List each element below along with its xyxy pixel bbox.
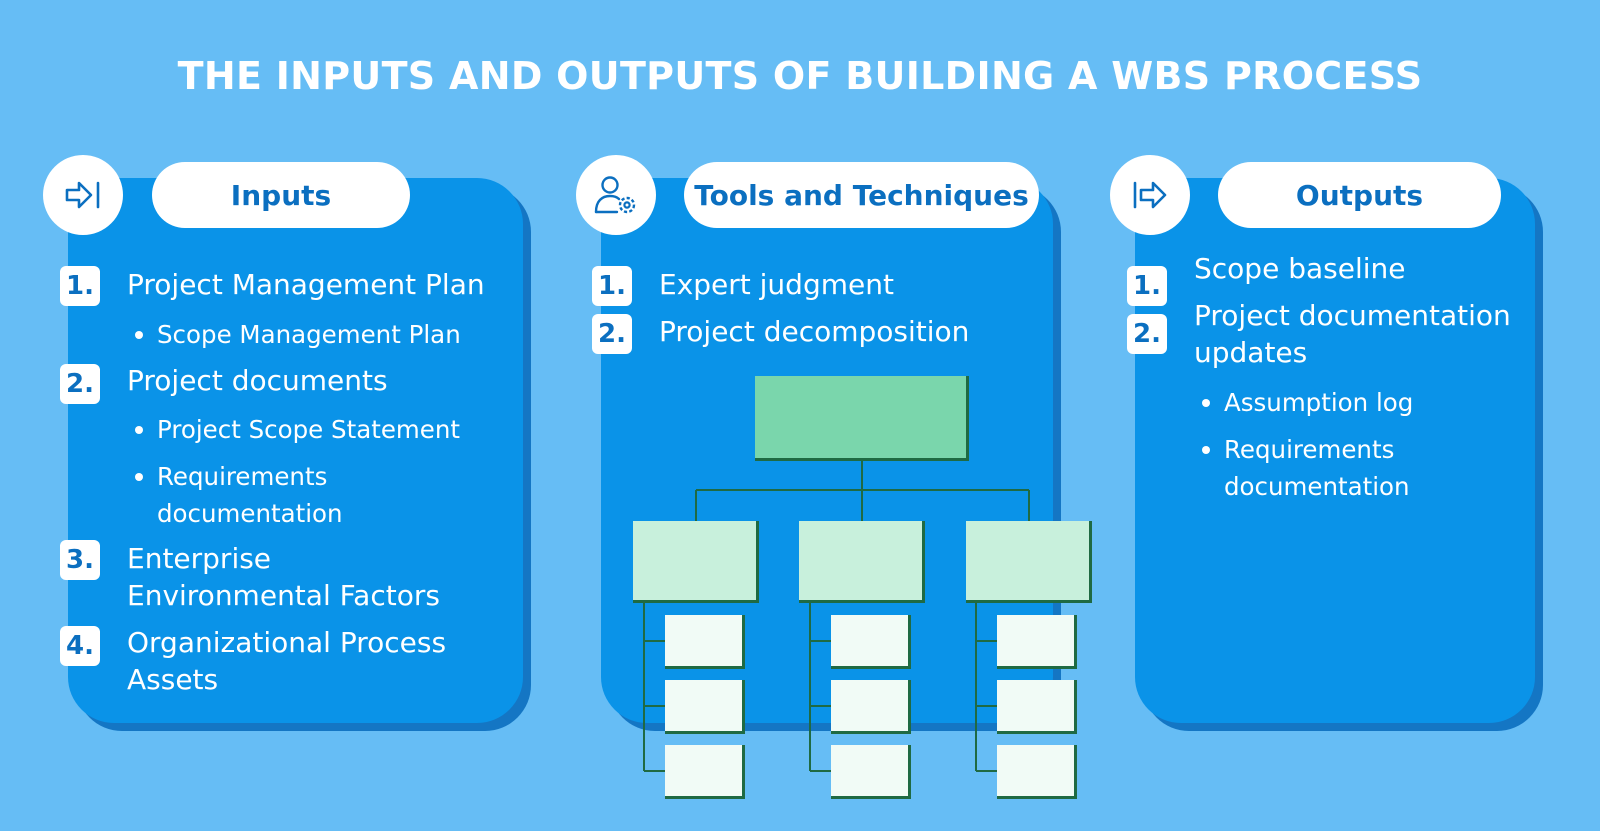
inputs-item-number: 4. (60, 626, 100, 666)
inputs-icon-badge (43, 155, 123, 235)
tools-item-label: Expert judgment (659, 268, 894, 301)
input-arrow-icon (65, 181, 100, 209)
outputs-item-number: 1. (1127, 266, 1167, 306)
user-gear-icon (594, 176, 636, 214)
inputs-item-label: Enterprise Environmental Factors (127, 542, 440, 612)
outputs-subitem: Requirements documentation (1202, 431, 1444, 505)
outputs-icon-badge (1110, 155, 1190, 235)
tools-item-number: 1. (592, 266, 632, 306)
outputs-item-label: Scope baseline (1194, 252, 1406, 285)
tools-icon-badge (576, 155, 656, 235)
inputs-item-number: 2. (60, 364, 100, 404)
page-title: THE INPUTS AND OUTPUTS OF BUILDING A WBS… (177, 54, 1423, 98)
inputs-subitem: Requirements documentation (135, 458, 357, 532)
outputs-card (1135, 178, 1535, 723)
tools-card (601, 178, 1053, 723)
outputs-heading: Outputs (1218, 162, 1501, 228)
inputs-subitem: Scope Management Plan (135, 316, 461, 353)
outputs-subitem: Assumption log (1201, 384, 1413, 421)
outputs-item-label: Project documentation updates (1194, 299, 1511, 369)
inputs-item-number: 3. (60, 540, 100, 580)
outputs-item-number: 2. (1127, 314, 1167, 354)
inputs-item-label: Project documents (127, 364, 388, 397)
tools-heading: Tools and Techniques (684, 162, 1039, 228)
tools-item-label: Project decomposition (659, 315, 970, 348)
inputs-item-number: 1. (60, 266, 100, 306)
inputs-card (68, 178, 523, 723)
tools-item-number: 2. (592, 314, 632, 354)
inputs-subitem: Project Scope Statement (135, 411, 460, 448)
inputs-item-label: Organizational Process Assets (127, 626, 447, 696)
output-arrow-icon (1133, 181, 1167, 209)
inputs-item-label: Project Management Plan (127, 268, 485, 301)
inputs-heading: Inputs (152, 162, 410, 228)
